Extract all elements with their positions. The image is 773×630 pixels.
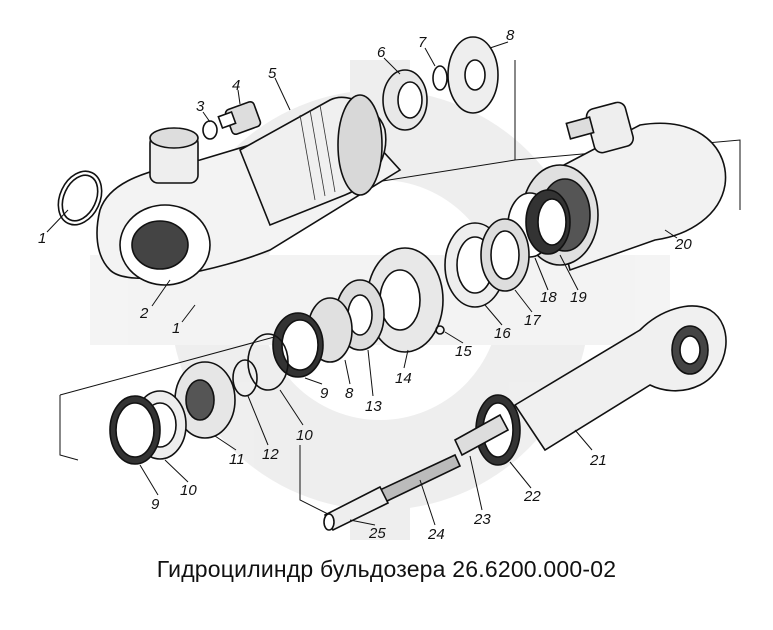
callout-13: 13 xyxy=(365,398,382,415)
callout-2: 2 xyxy=(139,305,149,322)
callout-17: 17 xyxy=(524,312,541,329)
callout-9b: 9 xyxy=(151,496,160,513)
part-seals-9-10-mid xyxy=(247,312,324,391)
part-seals-9-10-lower xyxy=(109,390,187,465)
callout-15: 15 xyxy=(455,343,472,360)
callout-12: 12 xyxy=(262,446,279,463)
part-ring-12 xyxy=(232,359,258,397)
callout-11: 11 xyxy=(229,451,245,468)
callout-14: 14 xyxy=(395,370,412,387)
part-piston-rod xyxy=(513,305,727,452)
part-o-ring-small xyxy=(202,120,218,140)
hydraulic-cylinder-exploded-diagram: 1 2 1 3 4 5 6 7 8 20 18 19 17 16 15 14 1… xyxy=(38,27,741,543)
callout-19: 19 xyxy=(570,289,587,306)
callout-5: 5 xyxy=(268,65,277,82)
diagram-caption: Гидроцилиндр бульдозера 26.6200.000-02 xyxy=(156,556,617,582)
callout-1b: 1 xyxy=(172,320,180,337)
callout-3: 3 xyxy=(196,98,205,115)
callout-18: 18 xyxy=(540,289,557,306)
callout-7: 7 xyxy=(418,34,427,51)
callout-leaders xyxy=(46,41,678,526)
callout-4: 4 xyxy=(232,77,240,94)
callout-8a: 8 xyxy=(506,27,515,44)
part-flange-top xyxy=(447,36,499,114)
part-ring-7 xyxy=(432,65,448,91)
part-threaded-end xyxy=(453,413,510,457)
part-snap-ring-top xyxy=(57,170,103,226)
callout-6: 6 xyxy=(377,44,386,61)
part-piston xyxy=(366,247,445,353)
callout-21: 21 xyxy=(589,452,607,469)
callout-16: 16 xyxy=(494,325,511,342)
part-pin xyxy=(323,485,390,532)
callout-8b: 8 xyxy=(345,385,354,402)
part-seals-18-19 xyxy=(507,189,571,258)
callout-10a: 10 xyxy=(296,427,313,444)
callout-20: 20 xyxy=(674,236,692,253)
part-barrel xyxy=(238,94,387,227)
callout-numbers: 1 2 1 3 4 5 6 7 8 20 18 19 17 16 15 14 1… xyxy=(38,27,692,543)
part-cup-seals xyxy=(307,279,385,363)
callout-22: 22 xyxy=(523,488,541,505)
callout-1a: 1 xyxy=(38,230,46,247)
callout-25: 25 xyxy=(368,525,386,542)
part-fitting xyxy=(217,100,262,136)
callout-9a: 9 xyxy=(320,385,329,402)
part-gland-nut xyxy=(382,69,428,131)
part-rings-16-17 xyxy=(444,218,530,308)
callout-23: 23 xyxy=(473,511,491,528)
callout-10b: 10 xyxy=(180,482,197,499)
callout-24: 24 xyxy=(427,526,445,543)
